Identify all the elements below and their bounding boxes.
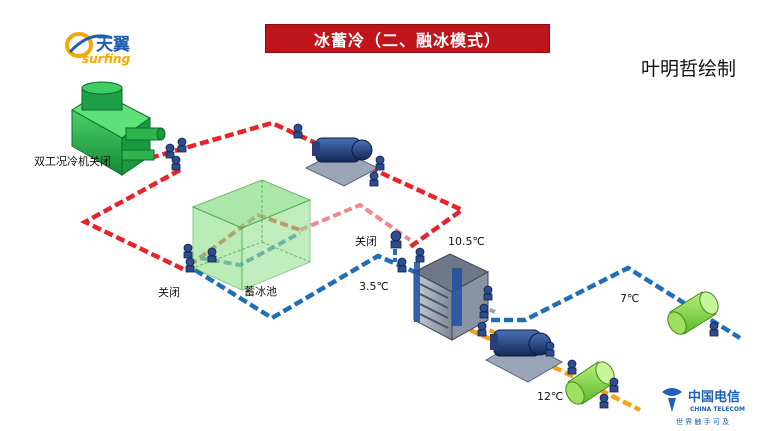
telecom-slogan: 世 界 触 手 可 及 <box>676 417 729 426</box>
surfing-logo-cn: 天翼 <box>96 35 130 55</box>
valve-icon <box>397 257 407 273</box>
temp-label-3-5: 3.5℃ <box>359 280 389 293</box>
valve-icon <box>183 243 193 259</box>
ice-tank-label: 蓄冰池 <box>244 285 277 298</box>
closed-label-top: 关闭 <box>355 235 377 248</box>
cold-pipe-left <box>193 253 416 321</box>
valve-icon <box>415 247 425 263</box>
valve-icon <box>171 155 181 171</box>
ice-tank <box>191 179 312 291</box>
closed-label-left: 关闭 <box>158 286 180 299</box>
hot-pipe-mid <box>299 202 412 242</box>
valve-icon <box>545 341 555 357</box>
valve-icon <box>177 137 187 153</box>
valve-icon <box>483 285 493 301</box>
hot-pipe-left <box>80 168 186 273</box>
telecom-logo-cn: 中国电信 <box>688 389 740 405</box>
valve-icon <box>390 230 402 249</box>
valve-icon <box>709 321 719 337</box>
temp-label-10-5: 10.5℃ <box>448 235 485 248</box>
valve-icon <box>369 171 379 187</box>
valve-icon <box>567 359 577 375</box>
hot-pipe-top <box>149 120 467 249</box>
china-telecom-logo: 中国电信 CHINA TELECOM 世 界 触 手 可 及 <box>662 388 745 426</box>
valve-icon <box>599 393 609 409</box>
page-title: 冰蓄冷（二、融冰模式） <box>265 24 550 53</box>
valve-icon <box>185 257 195 273</box>
valve-icon <box>375 155 385 171</box>
valve-icon <box>477 321 487 337</box>
telecom-logo-en: CHINA TELECOM <box>690 406 745 413</box>
chiller-label: 双工况冷机关闭 <box>34 155 111 168</box>
chiller-unit <box>71 81 166 176</box>
valve-icon <box>293 123 303 139</box>
surfing-logo: 天翼 surfing <box>65 32 131 66</box>
pump-top <box>304 137 380 187</box>
valve-icon <box>207 247 217 263</box>
author-credit: 叶明哲绘制 <box>641 58 737 80</box>
valve-icon <box>165 143 175 159</box>
temp-label-12: 12℃ <box>537 390 564 403</box>
heat-exchanger <box>412 253 490 341</box>
load-cylinder-7c <box>667 291 719 335</box>
valve-icon <box>479 303 489 319</box>
surfing-logo-en: surfing <box>82 52 131 66</box>
pump-bottom <box>484 329 564 383</box>
valve-icon <box>609 377 619 393</box>
temp-label-7: 7℃ <box>620 292 640 305</box>
